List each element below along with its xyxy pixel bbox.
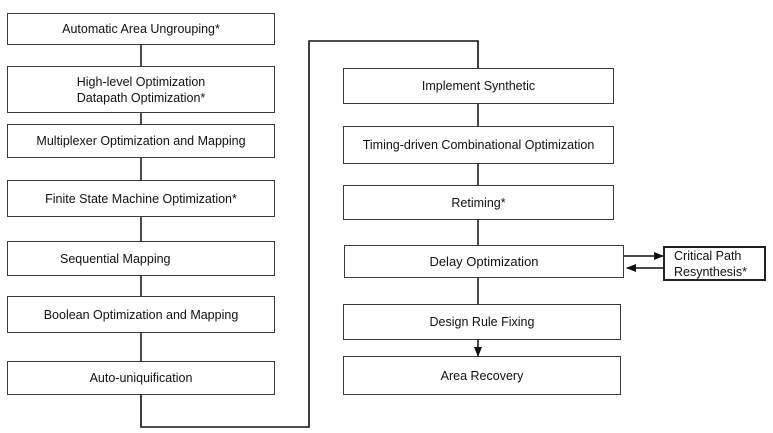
step-multiplexer-optimization: Multiplexer Optimization and Mapping — [7, 124, 275, 158]
step-label: Design Rule Fixing — [429, 315, 535, 329]
step-design-rule-fixing: Design Rule Fixing — [343, 304, 621, 340]
step-label: Area Recovery — [440, 368, 524, 383]
step-boolean-optimization: Boolean Optimization and Mapping — [7, 296, 275, 333]
step-label: Sequential Mapping — [60, 251, 171, 266]
critical-path-resynthesis-box: Critical Path Resynthesis* — [663, 246, 766, 281]
step-retiming: Retiming* — [343, 185, 614, 220]
step-label: Finite State Machine Optimization* — [45, 191, 237, 206]
step-label: Retiming* — [451, 195, 506, 210]
step-delay-optimization: Delay Optimization — [344, 245, 624, 278]
step-label-line-2: Datapath Optimization* — [76, 90, 206, 105]
step-high-level-datapath-optimization: High-level Optimization Datapath Optimiz… — [7, 66, 275, 113]
side-label-line-1: Critical Path — [674, 248, 742, 263]
step-implement-synthetic: Implement Synthetic — [343, 68, 614, 104]
step-label-line-1: High-level Optimization — [76, 74, 206, 89]
step-finite-state-machine-optimization: Finite State Machine Optimization* — [7, 180, 275, 217]
step-label: Multiplexer Optimization and Mapping — [36, 134, 246, 148]
step-label: Timing-driven Combinational Optimization — [362, 138, 595, 152]
step-automatic-area-ungrouping: Automatic Area Ungrouping* — [7, 13, 275, 45]
step-label: Delay Optimization — [429, 253, 539, 269]
step-timing-driven-optimization: Timing-driven Combinational Optimization — [343, 126, 614, 164]
step-label: Auto-uniquification — [89, 371, 193, 385]
connector-column-loop — [140, 40, 479, 428]
step-sequential-mapping: Sequential Mapping — [7, 241, 275, 276]
side-label-line-2: Resynthesis* — [674, 264, 747, 279]
step-label: Boolean Optimization and Mapping — [43, 307, 239, 322]
step-area-recovery: Area Recovery — [343, 356, 621, 395]
step-auto-uniquification: Auto-uniquification — [7, 361, 275, 395]
step-label: Automatic Area Ungrouping* — [62, 22, 220, 36]
step-label: Implement Synthetic — [421, 79, 536, 93]
